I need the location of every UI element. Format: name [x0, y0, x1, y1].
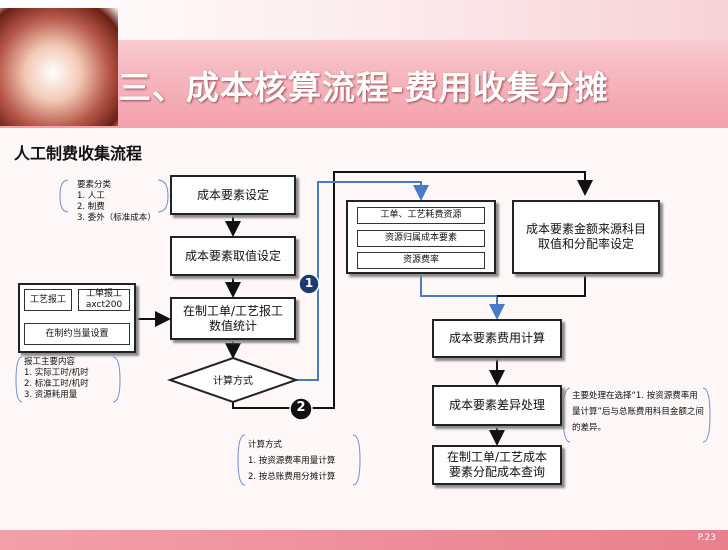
note-line: 3. 委外（标准成本）: [77, 213, 156, 223]
value-setting-label: 成本要素取值设定: [184, 248, 281, 263]
work-report-code: axct200: [85, 300, 123, 310]
page-number: P.23: [697, 533, 716, 543]
header-banner: 三、成本核算流程-费用收集分摊: [0, 0, 728, 128]
diff-desc-text: 主要处理在选择“1. 按资源费率用量计算”后与总账费用科目金额之间的差异。: [572, 391, 704, 433]
note-line: 1. 实际工时/机时: [24, 368, 89, 378]
source-setting-label: 成本要素金额来源科目取值和分配率设定: [525, 222, 646, 251]
wip-stats-label: 在制工单/工艺报工数值统计: [182, 303, 284, 333]
note-line: 1. 人工: [77, 191, 105, 201]
query-label: 在制工单/工艺成本要素分配成本查询: [446, 450, 548, 479]
note-line: 3. 资源耗用量: [24, 390, 78, 400]
path-source-to-fee: [497, 274, 586, 297]
note-line: 2. 按总账费用分摊计算: [248, 472, 336, 482]
element-setting-label: 成本要素设定: [196, 187, 269, 202]
note-line: 2. 制费: [77, 202, 105, 212]
note-line: 2. 标准工时/机时: [24, 379, 89, 389]
report-content-note: 报工主要内容 1. 实际工时/机时 2. 标准工时/机时 3. 资源耗用量: [24, 357, 89, 401]
process-report-box[interactable]: 工艺报工: [24, 289, 72, 311]
note-line: 1. 按资源费率用量计算: [248, 456, 336, 466]
resource-item-3[interactable]: 资源费率: [357, 252, 485, 269]
work-report-label: 工单报工: [85, 289, 122, 299]
path-method-2: [232, 171, 593, 409]
marker-2-label: 2: [296, 400, 306, 415]
fee-calc-label: 成本要素费用计算: [448, 331, 545, 345]
source-setting-box[interactable]: 成本要素金额来源科目取值和分配率设定: [512, 200, 660, 274]
element-setting-box[interactable]: 成本要素设定: [170, 175, 296, 215]
marker-1: [298, 273, 320, 295]
element-category-note: 要素分类 1. 人工 2. 制费 3. 委外（标准成本）: [77, 180, 156, 224]
marker-1-label: 1: [304, 276, 314, 290]
diff-process-label: 成本要素差异处理: [448, 398, 545, 412]
fee-calc-box[interactable]: 成本要素费用计算: [432, 319, 562, 358]
value-setting-box[interactable]: 成本要素取值设定: [170, 236, 296, 276]
section-title: 人工制费收集流程: [14, 144, 143, 163]
path-method-1: [296, 181, 429, 381]
note-line: 报工主要内容: [24, 357, 76, 367]
note-line: 要素分类: [77, 180, 112, 190]
note-line: 计算方式: [248, 440, 283, 450]
process-report-label: 工艺报工: [29, 294, 66, 305]
wip-equivalent-label: 在制约当量设置: [45, 328, 109, 339]
header-top-band: [0, 0, 728, 40]
diff-process-box[interactable]: 成本要素差异处理: [432, 385, 562, 426]
page-title: 三、成本核算流程-费用收集分摊: [118, 68, 609, 107]
resource-item-1[interactable]: 工单、工艺耗费资源: [357, 207, 485, 224]
calc-method-diamond: [166, 356, 300, 404]
calc-methods-note: 计算方式 1. 按资源费率用量计算 2. 按总账费用分摊计算: [248, 437, 335, 485]
path-resource-to-fee: [420, 274, 505, 320]
wip-stats-box[interactable]: 在制工单/工艺报工数值统计: [170, 297, 296, 340]
globe-logo-icon: [0, 8, 118, 126]
diff-desc-note: 主要处理在选择“1. 按资源费率用量计算”后与总账费用科目金额之间的差异。: [572, 388, 706, 436]
resource-item-2-label: 资源归属成本要素: [384, 233, 457, 243]
footer-bar: P.23: [0, 530, 728, 550]
marker-2: [289, 397, 313, 421]
work-report-box[interactable]: 工单报工 axct200: [78, 289, 130, 311]
bracket-element-category: [157, 179, 169, 213]
resource-item-2[interactable]: 资源归属成本要素: [357, 230, 485, 247]
resource-item-3-label: 资源费率: [402, 255, 439, 265]
wip-equivalent-box[interactable]: 在制约当量设置: [24, 323, 130, 345]
query-box[interactable]: 在制工单/工艺成本要素分配成本查询: [432, 445, 562, 485]
resource-item-1-label: 工单、工艺耗费资源: [380, 210, 462, 220]
calc-method-label: 计算方式: [213, 376, 253, 387]
